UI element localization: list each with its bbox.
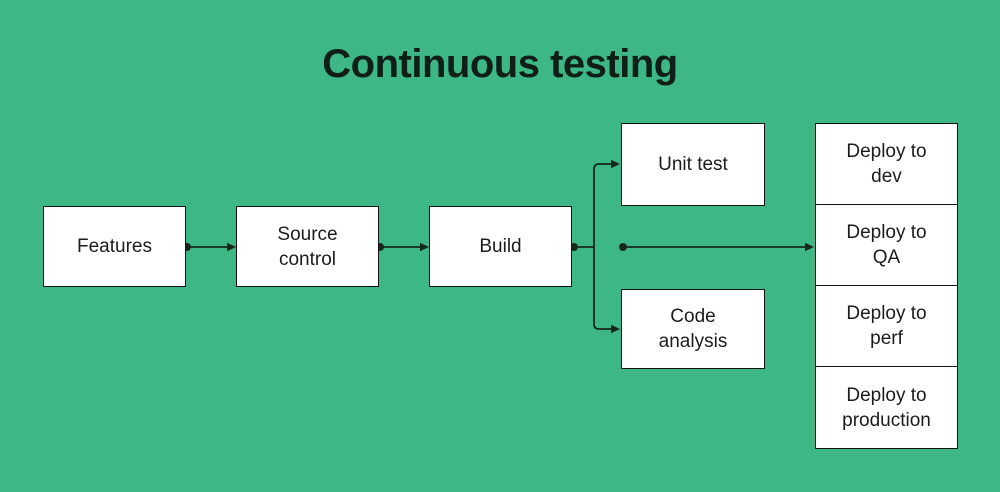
node-label: Source control	[277, 223, 338, 270]
connector-branch-down	[593, 247, 612, 330]
node-deploy-dev: Deploy to dev	[816, 124, 957, 205]
node-label: Deploy to production	[842, 384, 931, 431]
connector-build-to-deploy-qa	[619, 242, 814, 252]
node-source-control: Source control	[236, 206, 379, 287]
node-deploy-qa: Deploy to QA	[816, 205, 957, 286]
arrowhead-icon	[611, 324, 620, 334]
node-label: Deploy to perf	[846, 303, 927, 349]
diagram-title: Continuous testing	[322, 42, 678, 86]
connector-features-to-source-control	[183, 242, 236, 252]
node-code-analysis: Code analysis	[621, 289, 765, 369]
arrowhead-icon	[611, 159, 620, 169]
node-label: Unit test	[658, 154, 728, 175]
node-label: Build	[479, 236, 522, 257]
node-deploy-perf: Deploy to perf	[816, 286, 957, 367]
node-deploy-production: Deploy to production	[816, 367, 957, 448]
node-features: Features	[43, 206, 186, 287]
node-label: Deploy to QA	[846, 222, 927, 268]
connector-branch-up	[593, 163, 612, 247]
node-label: Code analysis	[658, 306, 728, 352]
connector-build-branch	[570, 159, 620, 334]
connector-start-dot	[619, 243, 627, 251]
node-build: Build	[429, 206, 572, 287]
deploy-stack: Deploy to dev Deploy to QA Deploy to per…	[815, 123, 958, 449]
node-label: Features	[77, 236, 152, 257]
arrowhead-icon	[805, 242, 814, 252]
node-label: Deploy to dev	[846, 141, 927, 187]
node-unit-test: Unit test	[621, 123, 765, 206]
connector-source-control-to-build	[376, 242, 429, 252]
arrowhead-icon	[420, 242, 429, 252]
arrowhead-icon	[227, 242, 236, 252]
